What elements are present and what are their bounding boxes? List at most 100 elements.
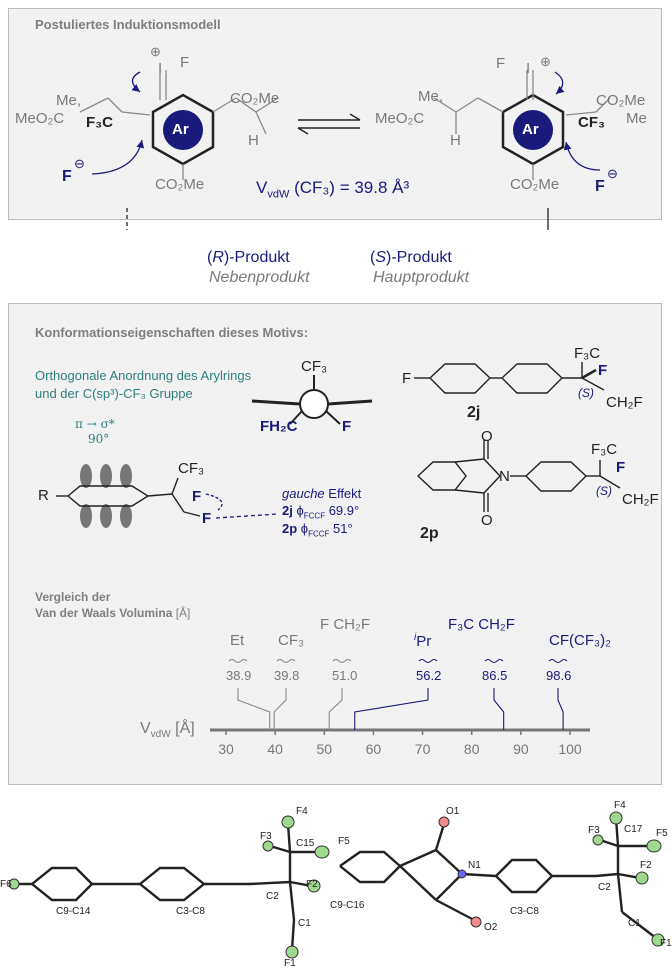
- wavy-bond: [418, 659, 438, 663]
- 2p-label: 2p: [420, 525, 439, 542]
- conformation-drawings: [56, 362, 621, 528]
- 2p-f: F: [616, 459, 626, 476]
- right-co2me-top: CO₂Me: [596, 92, 646, 109]
- 2j-ch2f: CH₂F: [606, 394, 643, 411]
- vdw-value: (CF₃) = 39.8 Å³: [289, 178, 410, 197]
- left-fluoride-charge: ⊖: [74, 156, 85, 171]
- wavy-bond: [548, 659, 568, 663]
- equilibrium-arrows: [297, 113, 361, 135]
- group-connector: [273, 688, 287, 730]
- 2p-ch2f: CH₂F: [622, 491, 659, 508]
- biphenyl-2j: [414, 362, 605, 394]
- crystal-right-f4: F4: [614, 800, 626, 811]
- right-fluoride-charge: ⊖: [607, 166, 618, 181]
- wavy-bond: [484, 659, 504, 663]
- right-f-label: F: [496, 55, 506, 72]
- induction-model-scheme: [79, 70, 611, 230]
- crystal-left: [16, 823, 320, 951]
- right-me-label: Me,: [418, 88, 444, 105]
- crystal-left-atoms: [8, 815, 330, 959]
- right-plus-label: ⊕: [540, 54, 551, 69]
- 2j-label: 2j: [467, 404, 481, 421]
- crystal-left-f5: F5: [338, 836, 350, 847]
- left-aryl-ring: [151, 93, 215, 166]
- wavy-bond: [276, 659, 296, 663]
- crystal-left-f4: F4: [296, 806, 308, 817]
- newman-f: F: [342, 418, 352, 435]
- crystal-right-c17: C17: [624, 824, 643, 835]
- crystal-left-f6: F6: [0, 879, 12, 890]
- left-f3c-label: F₃C: [86, 114, 113, 131]
- orbital-f1: F: [192, 488, 202, 505]
- 2p-o-bottom: O: [481, 512, 493, 529]
- 2p-n: N: [499, 468, 510, 485]
- right-i-label: I: [526, 60, 531, 77]
- newman-cf3: CF₃: [301, 358, 328, 375]
- crystal-right-f1: F1: [660, 938, 672, 949]
- group-connector: [328, 688, 343, 730]
- left-co2me-bottom: CO₂Me: [155, 176, 205, 193]
- left-fluoride-label: F: [62, 168, 72, 185]
- crystal-left-f2: F2: [306, 879, 318, 890]
- vdw-title-line2: Van der Waals Volumina [Å]: [35, 606, 191, 620]
- axis-tick-label: 30: [218, 741, 234, 757]
- crystal-right-O: [438, 816, 482, 928]
- axis-tick-label: 80: [464, 741, 480, 757]
- left-i-label: I: [158, 60, 163, 77]
- conformation-title: Konformationseigenschaften dieses Motivs…: [35, 325, 309, 340]
- right-fluoride-label: F: [595, 178, 605, 195]
- vdw-sub: vdW: [267, 188, 290, 201]
- wavy-bond: [228, 659, 248, 663]
- crystal-left-c3-c8: C3-C8: [176, 906, 205, 917]
- r-product: (R)-Produkt: [207, 249, 290, 266]
- angle-90: 90°: [88, 432, 110, 446]
- gauche-2p: 2p ϕFCCF 51°: [282, 521, 353, 539]
- 2p-s-label: (S): [596, 484, 612, 498]
- vdw-title-line1: Vergleich der: [35, 590, 111, 604]
- group-connector: [354, 688, 429, 730]
- orbital-drawing: [80, 464, 132, 528]
- crystal-right-o1: O1: [446, 806, 460, 817]
- vdw-axis-label: VvdW [Å]: [140, 720, 195, 741]
- newman-fh2c: FH₂C: [260, 418, 298, 435]
- left-meo2c-label: MeO₂C: [15, 110, 65, 127]
- group-connector: [237, 688, 271, 730]
- 2j-f: F: [598, 362, 608, 379]
- crystal-right-N: [457, 869, 467, 879]
- left-f-label: F: [180, 54, 190, 71]
- pi-sigma: π → σ*: [75, 417, 115, 431]
- right-ar-label: Ar: [522, 121, 539, 138]
- 2p-f3c: F₃C: [591, 441, 618, 458]
- crystal-right-c1: C1: [628, 918, 641, 929]
- axis-tick-label: 90: [513, 741, 529, 757]
- crystal-left-c1: C1: [298, 918, 311, 929]
- orbital-r: R: [38, 487, 49, 504]
- axis-tick-label: 60: [366, 741, 382, 757]
- vdw-formula: VvdW (CF₃) = 39.8 Å³: [256, 178, 409, 200]
- group-connector: [557, 688, 564, 730]
- orth-line1: Orthogonale Anordnung des Arylrings: [35, 368, 252, 383]
- crystal-left-c15: C15: [296, 838, 315, 849]
- axis-tick-label: 50: [316, 741, 332, 757]
- right-me2-label: Me: [626, 110, 647, 127]
- right-ar-circle: [513, 110, 553, 150]
- 2j-f3c: F₃C: [574, 345, 601, 362]
- left-h-label: H: [248, 132, 259, 149]
- newman-projection: [251, 375, 373, 425]
- crystal-right-F: [592, 811, 665, 947]
- phthalimide-2p: [416, 440, 621, 512]
- left-plus-label: ⊕: [150, 44, 161, 59]
- crystal-left-f1: F1: [284, 958, 296, 969]
- crystal-left-c2: C2: [266, 891, 279, 902]
- left-me-label: Me,: [56, 92, 82, 109]
- gauche-2j: 2j ϕFCCF 69.9°: [282, 503, 360, 521]
- 2j-f-substituent: F: [402, 370, 412, 387]
- crystal-right-f3: F3: [588, 825, 600, 836]
- left-co2me-right: CO₂Me: [230, 90, 280, 107]
- axis-tick-label: 100: [558, 741, 582, 757]
- induction-model-panel: [8, 8, 662, 220]
- crystal-right-n1: N1: [468, 860, 481, 871]
- induction-model-title: Postuliertes Induktionsmodell: [35, 17, 221, 32]
